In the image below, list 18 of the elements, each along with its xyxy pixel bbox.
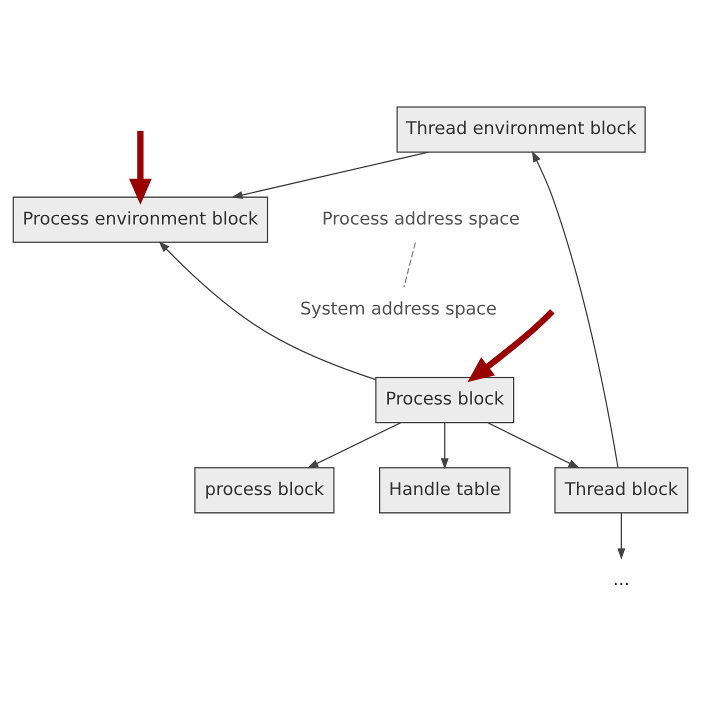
arrow [532,150,619,468]
arrow [306,422,401,468]
node-box: Handle table [379,466,510,513]
arrow [488,422,580,468]
node-box: Thread block [554,466,688,513]
node-box: Process environment block [12,196,268,242]
node-box: process block [194,466,335,513]
arrow [231,151,429,198]
arrow [440,422,449,469]
node-box: Thread environment block [396,106,646,152]
arrow [467,308,555,382]
label: Process address space [322,208,520,229]
node-text: ... [612,570,630,590]
arrow [617,512,626,560]
arrow [129,130,152,204]
label: System address space [300,299,497,320]
arrow [158,240,376,380]
node-box: Process block [375,376,514,423]
